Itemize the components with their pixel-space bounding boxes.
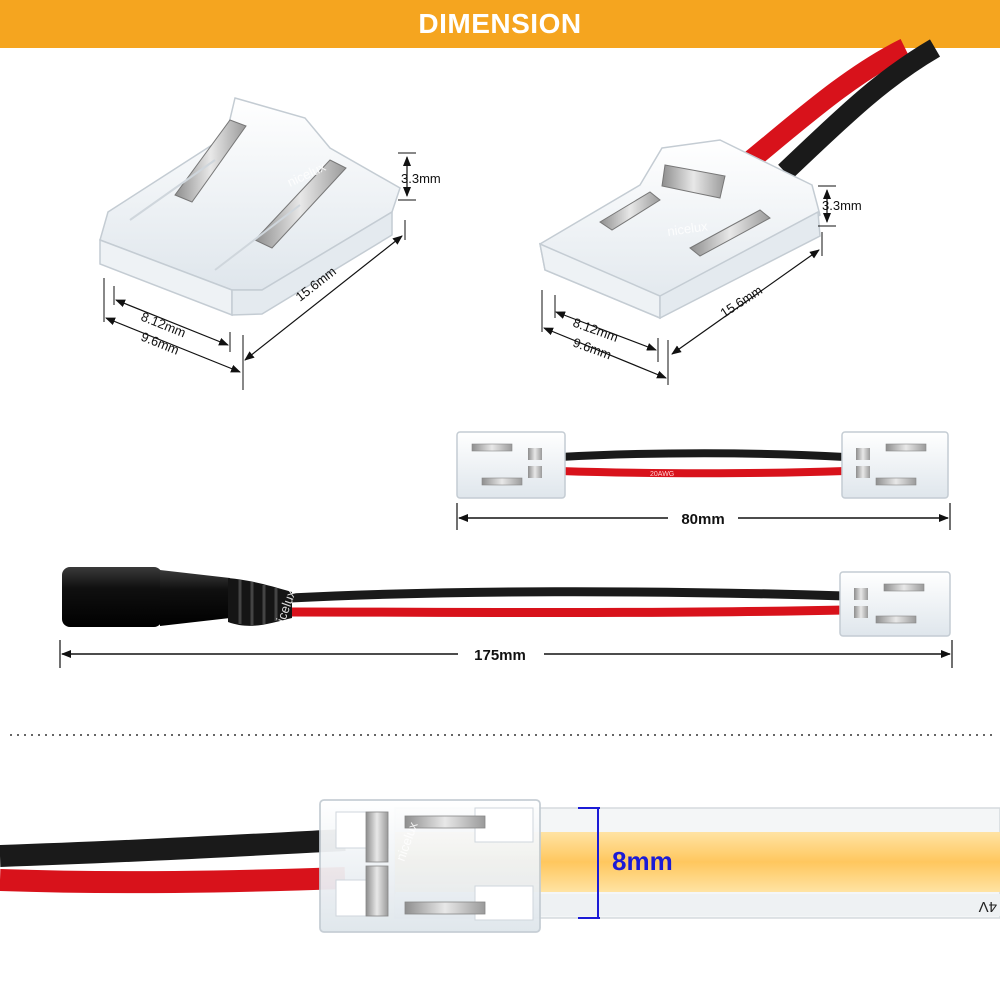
black-wire (559, 449, 846, 461)
right-length-label: 15.6mm (717, 282, 765, 320)
red-wire (738, 39, 910, 173)
outer-width-dimension-line (105, 317, 241, 373)
red-wire (0, 867, 346, 894)
connector-clip-icon: nicelux (538, 139, 821, 320)
connector-right: nicelux 3.3mm 8.12mm 9.6mm 15.6mm (538, 39, 941, 385)
strip-voltage-mark: 4V (979, 898, 997, 915)
connector-clip-icon (456, 431, 949, 499)
watermark-right: nicelux (666, 218, 709, 239)
connector-clip-icon: nicelux (319, 799, 541, 933)
black-wire (289, 587, 846, 603)
left-height-label: 3.3mm (401, 171, 441, 186)
black-wire (0, 829, 346, 867)
connector-clip-icon: nicelux (99, 97, 401, 317)
length-dimension-line (244, 235, 403, 361)
black-wire (778, 39, 941, 180)
red-wire (559, 467, 846, 478)
title-banner: DIMENSION (0, 0, 1000, 48)
connector-left: nicelux 3.3mm 8.12mm 9.6mm 15.6mm (99, 97, 441, 390)
strip-closeup: 4V nicelux 8mm (0, 799, 1000, 933)
jumper-length-label: 80mm (681, 511, 724, 528)
dc-cable: nicelux 175mm (59, 567, 953, 668)
dc-female-plug-icon: nicelux (62, 567, 299, 631)
right-height-label: 3.3mm (822, 198, 862, 213)
connector-clip-icon (839, 571, 951, 637)
length-dimension-line (671, 249, 820, 355)
cable-print: 20AWG (650, 471, 674, 478)
jumper-cable: 20AWG 80mm (456, 431, 951, 530)
strip-width-label: 8mm (612, 846, 673, 876)
outer-width-dimension-line (543, 327, 667, 379)
dc-cable-length-label: 175mm (474, 647, 526, 664)
page-title: DIMENSION (418, 8, 582, 39)
red-wire (289, 605, 846, 617)
